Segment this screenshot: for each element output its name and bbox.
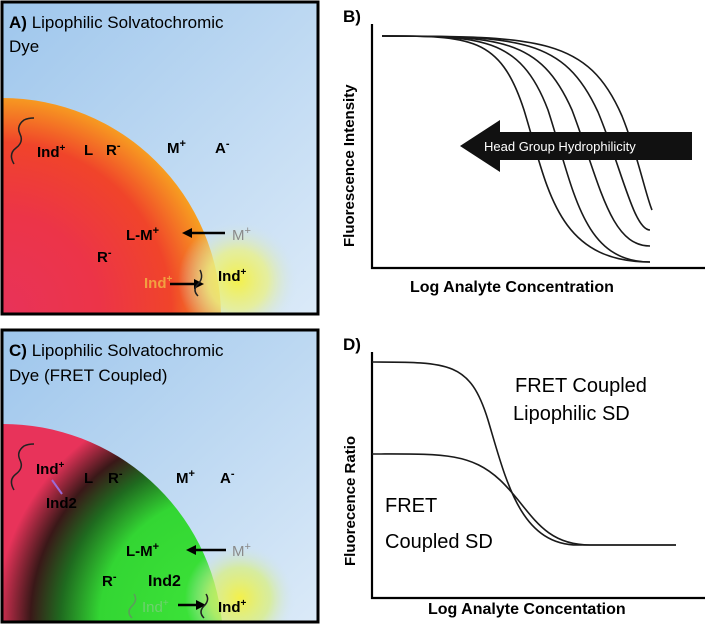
m-label: M+ [167, 138, 186, 157]
c-ind-label: Ind+ [36, 460, 65, 478]
fret-indicator-glow [185, 543, 295, 622]
sigmoid-curve-3 [381, 35, 651, 247]
panel-a-title-line2: Dye [9, 37, 39, 56]
tail-squiggle-icon [10, 117, 35, 165]
panel-b-ylabel: Fluorescence Intensity [341, 84, 358, 247]
c-binding-arrowhead-icon [186, 545, 196, 555]
panel-a-border [0, 0, 320, 316]
panel-d-axes [370, 352, 705, 600]
head-group-arrow-label: Head Group Hydrophilicity [484, 139, 636, 154]
panel-a-title-line1: A) Lipophilic Solvatochromic [9, 13, 224, 32]
panel-d-xlabel: Log Analyte Concentation [428, 601, 626, 618]
binding-arrowhead-icon [182, 228, 192, 238]
m-gray-label: M+ [232, 225, 251, 244]
sigmoid-curve-1 [381, 35, 651, 263]
ind-inner-label: Ind+ [144, 274, 173, 292]
head-group-arrow-icon [460, 120, 692, 172]
panel-c-border [0, 328, 320, 624]
fret-lipophilic-curve [371, 361, 676, 546]
panel-b-axes [370, 24, 705, 270]
fret-link-icon [51, 479, 63, 495]
c-l-label: L [84, 470, 93, 487]
lm-complex-label: L-M+ [126, 225, 159, 244]
a-label: A- [215, 138, 230, 157]
c-m-gray-label: M+ [232, 541, 251, 560]
panel-c: C) Lipophilic Solvatochromic Dye (FRET C… [0, 328, 320, 624]
c-ind-edge-label: Ind+ [218, 598, 247, 616]
panel-b-letter: B) [343, 7, 361, 26]
fret-coupled-curve [371, 453, 676, 546]
tail-squiggle-c-icon [10, 443, 35, 491]
curve1-label-line1: FRET Coupled [515, 375, 647, 397]
l-label: L [84, 142, 93, 159]
c-r2-label: R- [102, 571, 117, 590]
c-ind-inner-label: Ind+ [142, 598, 169, 616]
c-tail-inner-icon [128, 593, 137, 619]
panel-c-title-line1: C) Lipophilic Solvatochromic [9, 341, 224, 360]
panel-d: D) Fluorecence Ratio Log Analyte Concent… [342, 335, 705, 618]
c-m-label: M+ [176, 468, 195, 487]
panel-d-letter: D) [343, 335, 361, 354]
panel-b: B) Fluorescence Intensity Log Analyte Co… [341, 7, 705, 296]
curve2-label-line2: Coupled SD [385, 531, 493, 553]
c-a-label: A- [220, 468, 235, 487]
ind-label: Ind+ [37, 143, 66, 161]
r2-label: R- [97, 247, 112, 266]
tail-squiggle-edge-icon [194, 269, 203, 297]
c-ind2-center-label: Ind2 [148, 573, 181, 590]
panel-b-xlabel: Log Analyte Concentration [410, 279, 614, 296]
panel-d-ylabel: Fluorecence Ratio [342, 436, 359, 566]
c-lm-complex-label: L-M+ [126, 541, 159, 560]
curve2-label-line1: FRET [385, 495, 437, 517]
indicator-glow [178, 220, 298, 314]
panel-c-title-line2: Dye (FRET Coupled) [9, 366, 167, 385]
panel-b-curves [381, 35, 653, 263]
ind-edge-label: Ind+ [218, 267, 247, 285]
panel-a: A) Lipophilic Solvatochromic Dye Ind+ L … [0, 0, 320, 316]
curve1-label-line2: Lipophilic SD [513, 403, 630, 425]
c-transfer-arrowhead-icon [196, 600, 206, 610]
c-ind2-label: Ind2 [46, 495, 77, 512]
c-r-label: R- [108, 468, 123, 487]
fret-membrane-sector [2, 423, 222, 622]
sigmoid-curve-5 [381, 35, 653, 211]
r-label: R- [106, 140, 121, 159]
membrane-sector [2, 98, 221, 314]
c-tail-edge-icon [200, 593, 209, 619]
